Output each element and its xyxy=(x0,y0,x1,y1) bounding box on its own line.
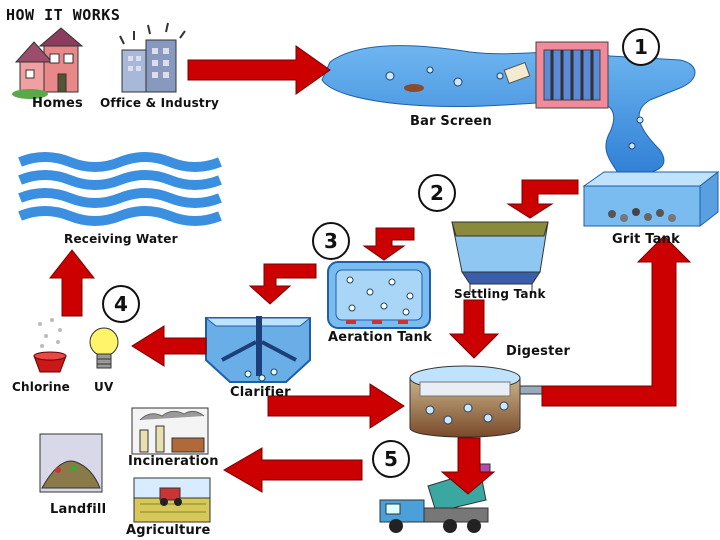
clarifier-icon xyxy=(204,316,312,383)
aeration-tank-icon xyxy=(327,261,431,329)
landfill-icon xyxy=(39,433,103,493)
settling-tank-label: Settling Tank xyxy=(454,287,546,301)
grit-tank-label: Grit Tank xyxy=(612,232,680,247)
receiving-water-icon xyxy=(18,152,222,226)
arrow-clarifier-to-uv xyxy=(131,325,207,367)
incineration-label: Incineration xyxy=(128,454,219,469)
arrow-chlorine-to-water xyxy=(48,249,96,317)
arrow-digester-to-grit-tank xyxy=(541,235,692,407)
grit-tank-icon xyxy=(582,170,720,228)
settling-tank-icon xyxy=(451,221,549,292)
arrow-sources-to-bar-screen xyxy=(187,45,331,95)
homes-icon xyxy=(12,27,84,99)
clarifier-label: Clarifier xyxy=(230,385,291,400)
arrow-digester-to-truck xyxy=(440,437,496,495)
step-number-5: 5 xyxy=(372,440,410,478)
arrow-to-settling-tank xyxy=(506,179,579,219)
aeration-tank-label: Aeration Tank xyxy=(328,330,432,345)
step-number-2: 2 xyxy=(418,174,456,212)
arrow-settling-to-digester xyxy=(448,299,500,359)
agriculture-label: Agriculture xyxy=(126,523,211,538)
step-number-1: 1 xyxy=(622,28,660,66)
uv-label: UV xyxy=(94,380,114,394)
homes-label: Homes xyxy=(32,96,83,111)
arrow-clarifier-to-digester xyxy=(267,383,405,429)
bar-screen-label: Bar Screen xyxy=(410,114,492,129)
office-industry-icon xyxy=(119,22,186,93)
arrow-to-clarifier xyxy=(248,263,317,305)
digester-icon xyxy=(409,365,543,438)
incineration-icon xyxy=(131,407,209,455)
step-number-4: 4 xyxy=(102,285,140,323)
page-title: HOW IT WORKS xyxy=(6,6,121,24)
chlorine-icon xyxy=(33,318,67,373)
office-industry-label: Office & Industry xyxy=(100,96,219,110)
arrow-to-sludge-uses xyxy=(223,447,363,493)
light-bulb-icon xyxy=(89,327,119,369)
chlorine-label: Chlorine xyxy=(12,380,71,394)
agriculture-icon xyxy=(133,477,211,523)
receiving-water-label: Receiving Water xyxy=(64,232,178,246)
bar-screen-channel xyxy=(321,41,696,177)
digester-label: Digester xyxy=(506,344,571,359)
step-number-3: 3 xyxy=(312,222,350,260)
arrow-to-aeration-tank xyxy=(362,227,415,261)
landfill-label: Landfill xyxy=(50,502,107,517)
